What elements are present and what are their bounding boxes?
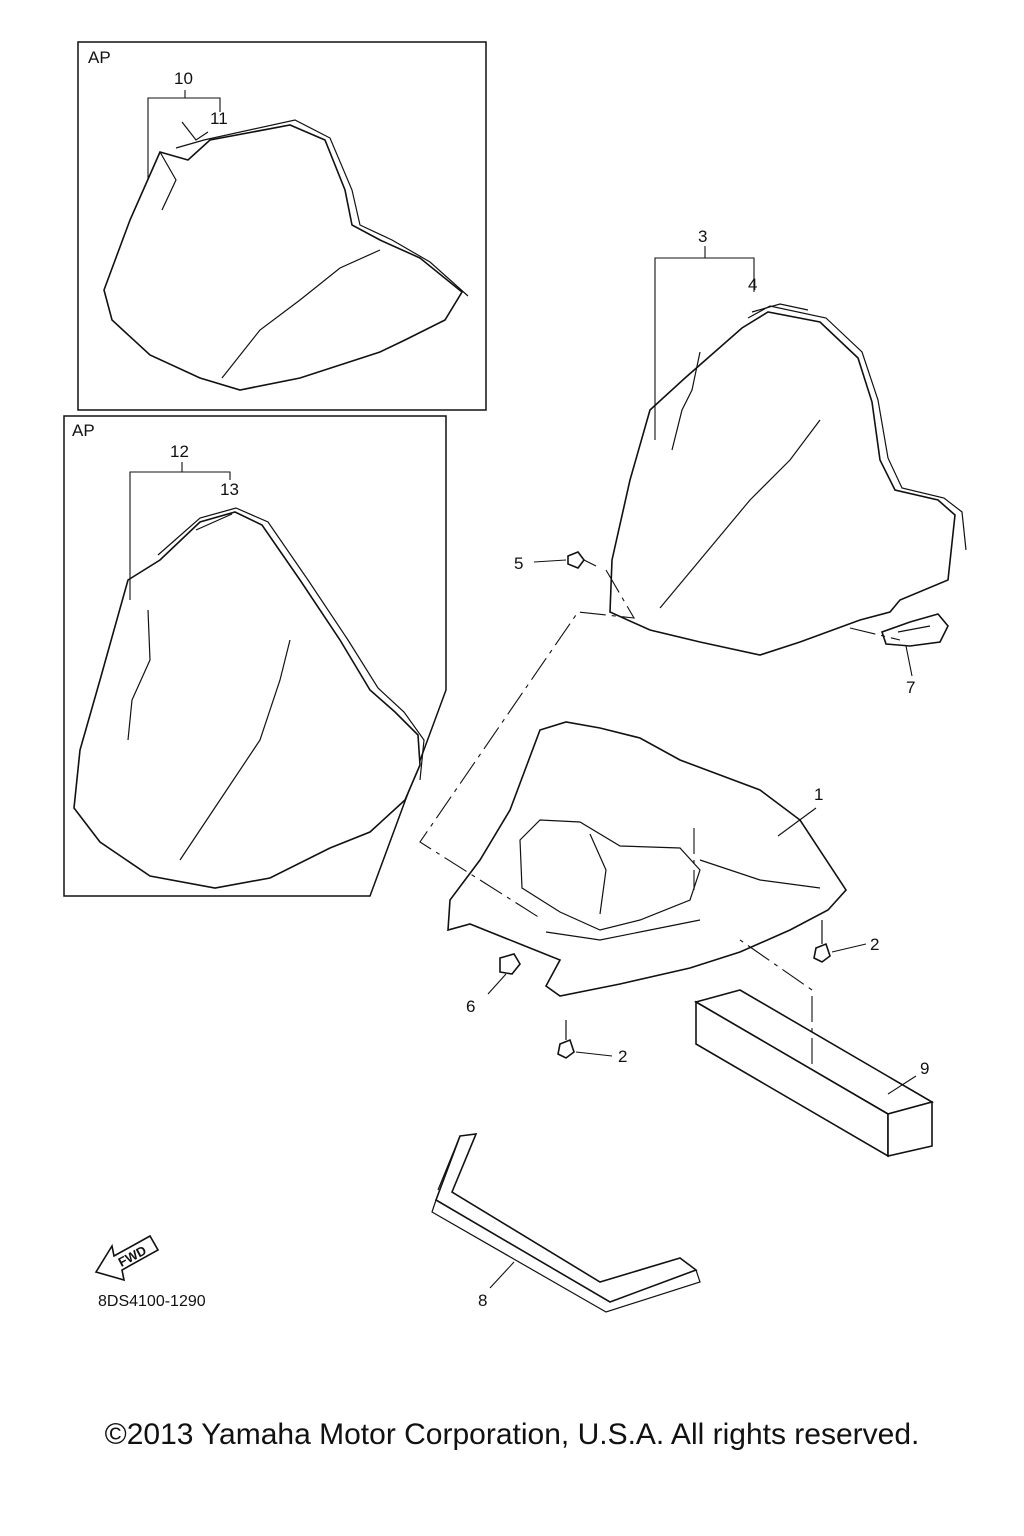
callout-2-left: 2 [618,1047,627,1066]
windshield-10 [103,124,464,391]
inset-tag-bottom: AP [72,421,95,440]
callout-9: 9 [920,1059,929,1078]
assembly-line-a [419,569,636,919]
copyright-notice: ©2013 Yamaha Motor Corporation, U.S.A. A… [104,1418,920,1451]
windshield-3: 3 4 [609,227,967,656]
grommet-6: 6 [466,953,521,1016]
callout-3: 3 [698,227,707,246]
assembly-line-b [739,939,813,1064]
screw-2-left: 2 [557,1020,627,1066]
callout-2-right: 2 [870,935,879,954]
screw-2-right: 2 [813,920,879,963]
inset-ap-top: AP 10 11 [77,41,487,411]
trim-13 [195,513,233,531]
trim-11 [181,121,209,141]
callout-6: 6 [466,997,475,1016]
assembly-line-d [849,627,901,641]
fwd-arrow-icon: FWD [94,1234,160,1282]
callout-12: 12 [170,442,189,461]
foam-block-9: 9 [693,989,935,1158]
foam-strip-8: 8 [431,1133,701,1313]
callout-13: 13 [220,480,239,499]
parts-diagram: AP 10 11 AP 12 13 [63,41,967,1313]
screw-5: 5 [514,551,597,573]
inset-ap-bottom: AP 12 13 [63,415,447,897]
windshield-12 [73,511,421,889]
callout-5: 5 [514,554,523,573]
callout-10: 10 [174,69,193,88]
diagram-code: 8DS4100-1290 [98,1293,206,1310]
callout-8: 8 [478,1291,487,1310]
callout-1: 1 [814,785,823,804]
cowl-1: 1 [447,721,848,997]
callout-4: 4 [748,275,757,294]
callout-7: 7 [906,678,915,697]
fwd-label: FWD [116,1243,149,1270]
inset-tag-top: AP [88,48,111,67]
bracket-7: 7 [880,613,949,697]
callout-11: 11 [210,109,228,128]
trim-4 [751,303,809,313]
